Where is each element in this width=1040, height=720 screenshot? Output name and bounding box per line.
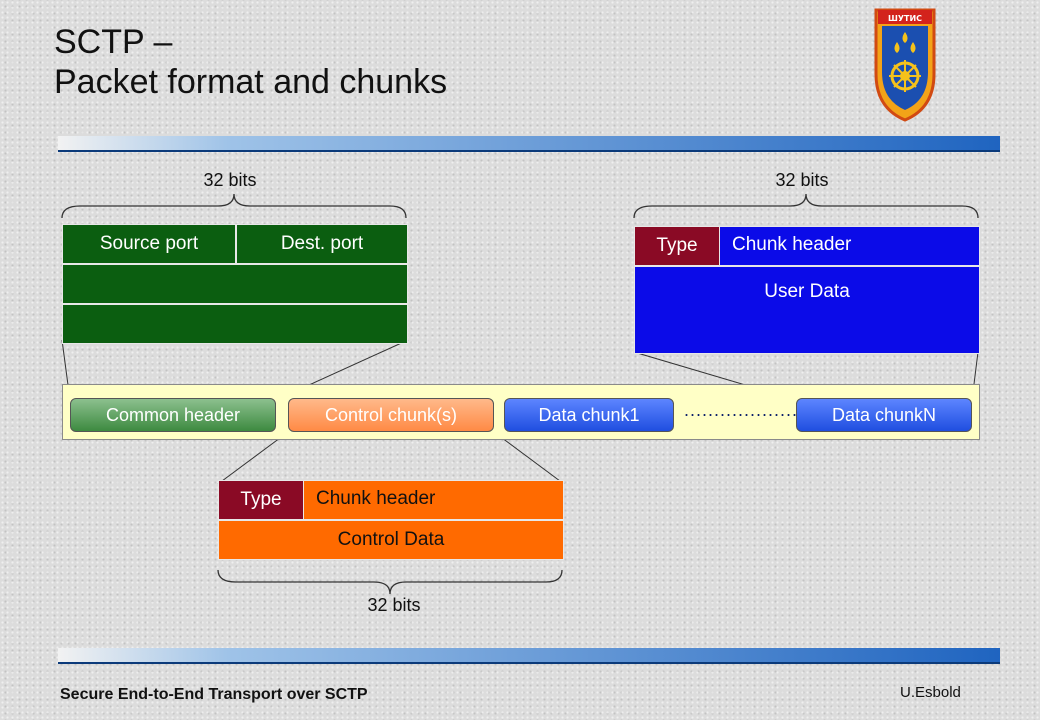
bottom-divider [58,648,1000,664]
brace-data-chunk [633,193,979,219]
common-header-format: Source port Dest. port [62,224,408,344]
footer-title: Secure End-to-End Transport over SCTP [60,686,368,703]
control-data-field: Control Data [218,520,564,560]
source-port-field: Source port [62,224,236,264]
zoom-line-control-left [217,431,289,485]
packet-data-chunkN: Data chunkN [796,398,972,432]
slide-title: SCTP – Packet format and chunks [54,22,447,102]
checksum-row [62,304,408,344]
title-line-2: Packet format and chunks [54,63,448,101]
control-chunk-type-field: Type [218,480,304,520]
brace-control-chunk [217,569,563,595]
packet-common-header: Common header [70,398,276,432]
bits-label-control: 32 bits [367,595,421,615]
title-line-1: SCTP – [54,23,173,61]
data-chunk-type-field: Type [634,226,720,266]
user-data-field: User Data [634,266,980,354]
verification-tag-row [62,264,408,304]
data-chunk-format: Type Chunk header User Data [634,226,980,354]
zoom-line-control-right [493,431,565,485]
top-divider [58,136,1000,152]
bits-label-data: 32 bits [775,170,829,190]
brace-common-header [61,193,407,219]
logo-text: ШУТИС [888,14,922,23]
university-logo: ШУТИС [874,8,936,122]
packet-ellipsis: ................... [684,400,799,420]
control-chunk-format: Type Chunk header Control Data [218,480,564,560]
control-chunk-header-label: Chunk header [316,488,436,509]
packet-data-chunk1: Data chunk1 [504,398,674,432]
bits-label-common: 32 bits [203,170,257,190]
packet-control-chunks: Control chunk(s) [288,398,494,432]
footer-author: U.Esbold [900,684,961,701]
data-chunk-header-label: Chunk header [732,234,852,255]
dest-port-field: Dest. port [236,224,408,264]
